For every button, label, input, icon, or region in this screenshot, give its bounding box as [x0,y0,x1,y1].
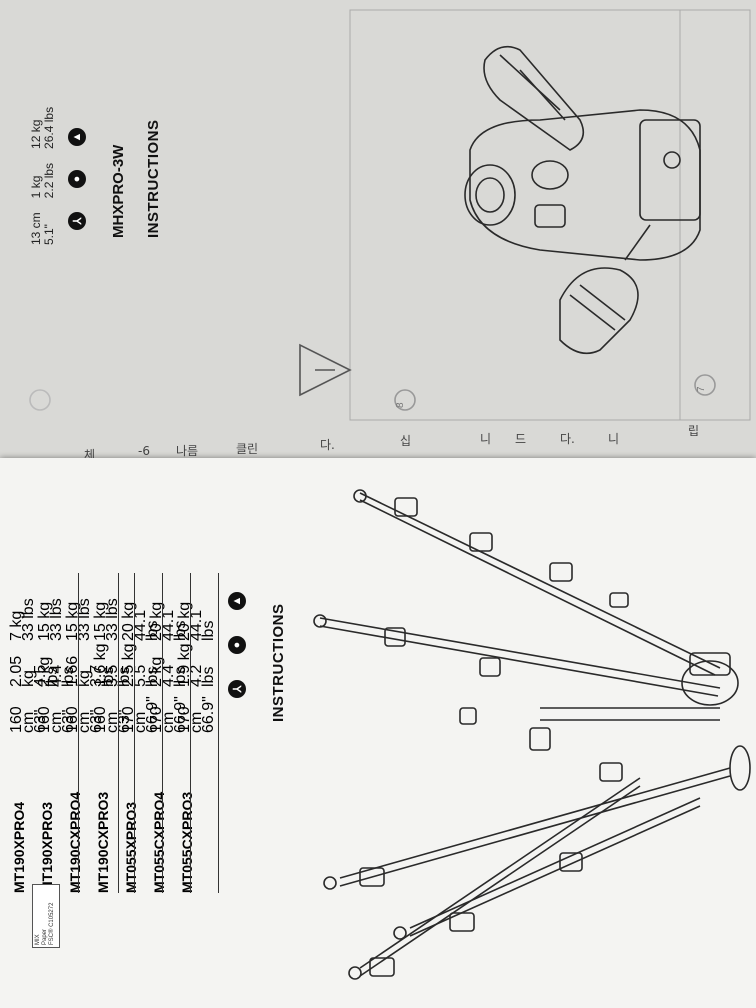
top-model-name: MHXPRO-3W [110,144,127,238]
korean-fragment: 니 [608,432,620,446]
fsc-mix: MIX [35,934,41,945]
height-icon: ⅄ [68,212,86,230]
korean-fragment: 다. [560,432,575,446]
load-icon: ▲ [68,128,86,146]
top-spec-icons: ⅄ ● ▲ [68,128,86,230]
korean-fragment: 십 [400,434,412,448]
top-instruction-sheet: INSTRUCTIONS MHXPRO-3W ⅄ ● ▲ 13 cm 5.1" … [0,0,756,470]
korean-fragment: 나름 [176,444,199,458]
korean-fragment: 립 [688,424,700,438]
spec-weight: 1 kg 2.2 lbs [29,162,56,199]
top-spec-values: 13 cm 5.1" 1 kg 2.2 lbs 12 kg 26.4 lbs [29,106,56,245]
bottom-spec-icons: ⅄ ● ▲ [228,592,246,698]
model-name: MT190XPRO4 [11,801,27,893]
spec-load: 12 kg 26.4 lbs [29,106,56,149]
spec-height-imperial: 5.1" [42,224,56,245]
korean-fragment: 다. [320,438,335,452]
fsc-paper: Paper [42,928,48,945]
korean-fragment: 드 [515,432,527,446]
top-rotated-text-layer: INSTRUCTIONS MHXPRO-3W ⅄ ● ▲ 13 cm 5.1" … [0,0,756,470]
load-icon: ▲ [228,592,246,610]
bottom-instructions-title: INSTRUCTIONS [270,603,287,723]
korean-fragment: 체 [84,448,96,462]
fsc-badge: MIX Paper FSC® C105272 [32,884,60,948]
weight-icon: ● [228,636,246,654]
korean-fragment: 니 [480,432,492,446]
ball-head-illustration [29,9,751,421]
height-icon: ⅄ [228,680,246,698]
spec-load-imperial: 26.4 lbs [42,106,56,149]
korean-fragment: -6 [138,444,150,458]
korean-fragment: 클린 [236,442,259,456]
fsc-code: FSC® C105272 [49,902,55,945]
spec-weight-imperial: 2.2 lbs [42,162,56,199]
step-number-8: 8 [395,402,406,408]
step-number-7: 7 [696,386,707,392]
tripod-illustration [313,489,751,980]
top-instructions-title: INSTRUCTIONS [145,119,162,239]
spec-height: 13 cm 5.1" [29,212,56,245]
weight-icon: ● [68,170,86,188]
